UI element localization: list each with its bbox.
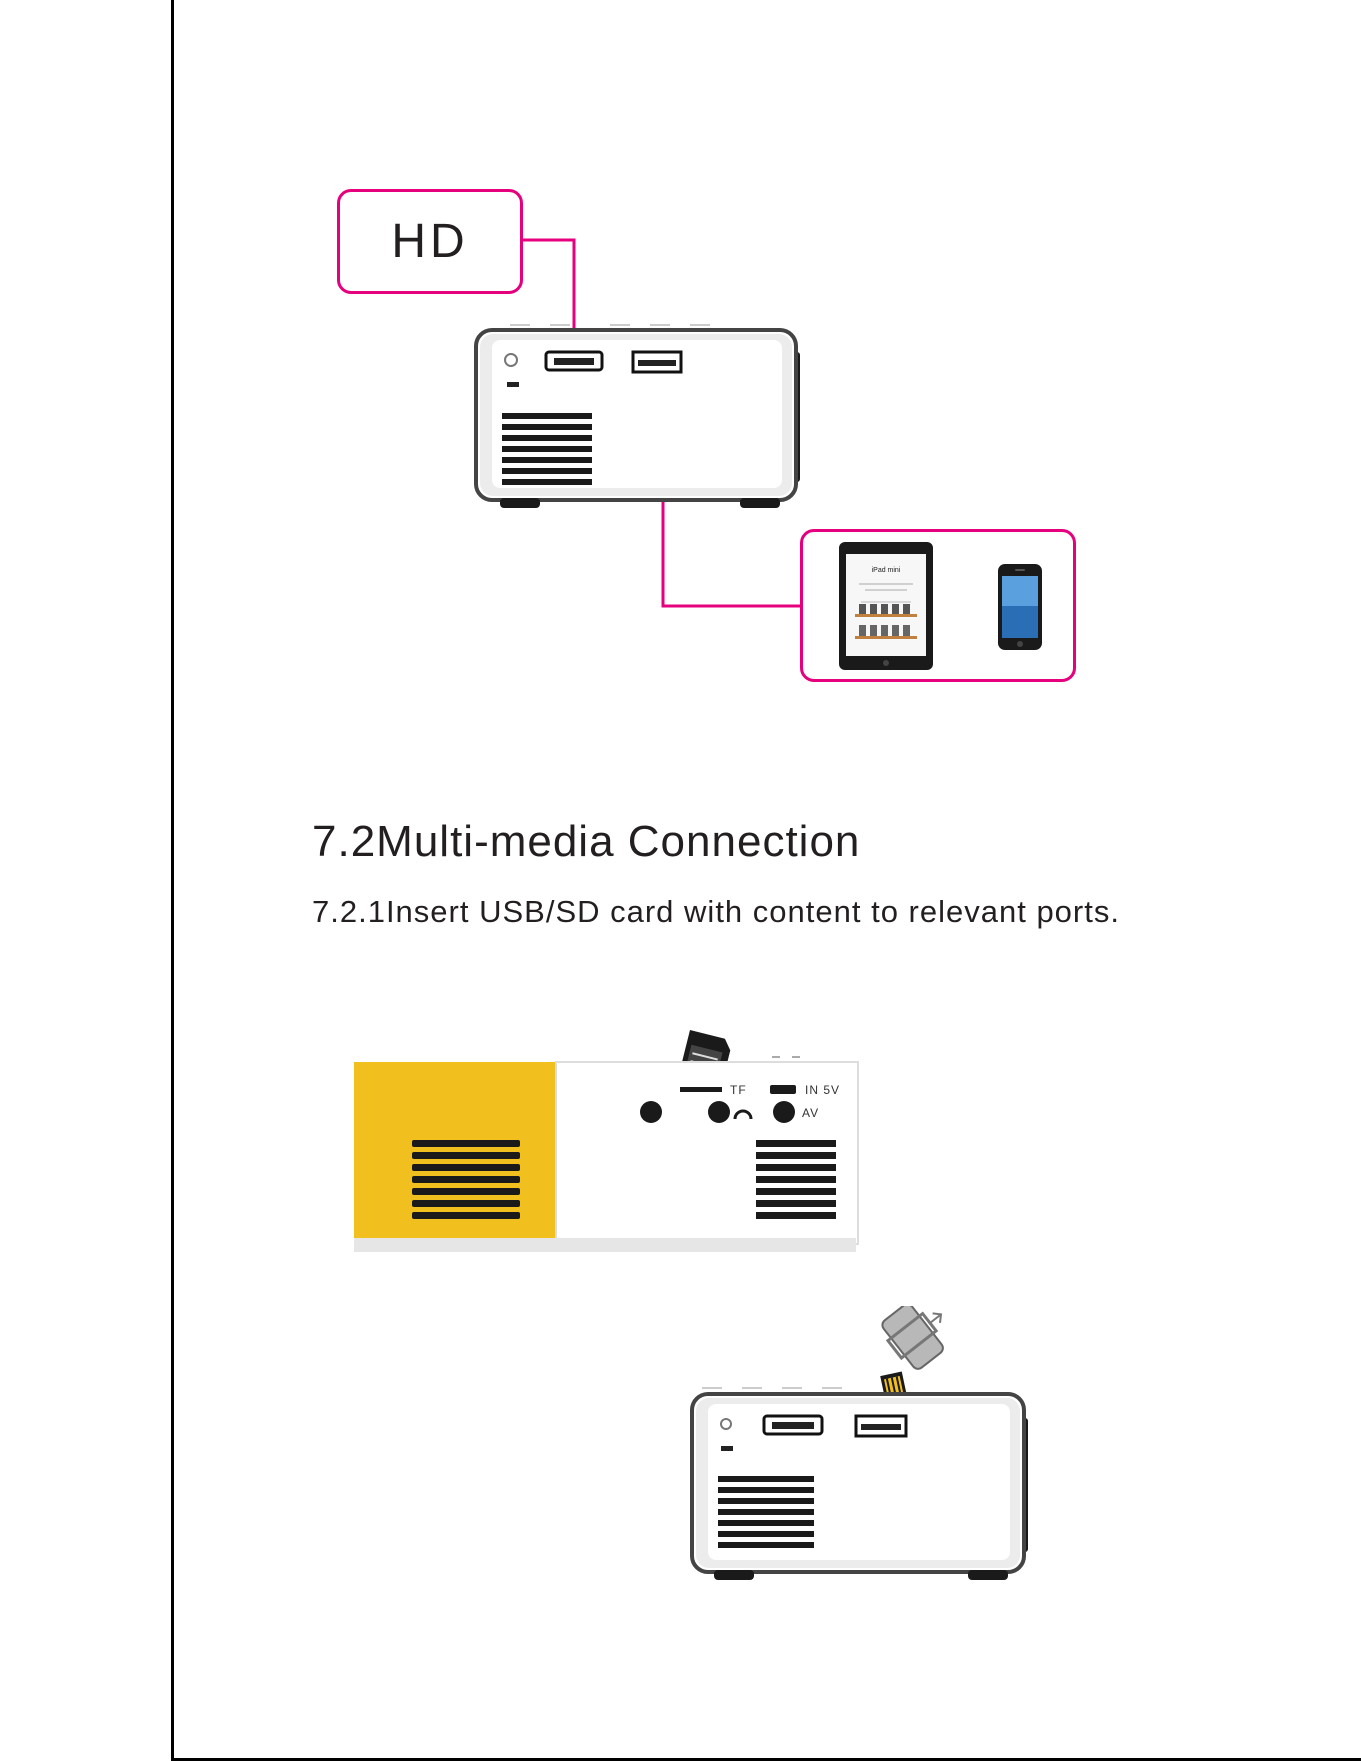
step-instruction: 7.2.1Insert USB/SD card with content to … — [312, 894, 1132, 930]
projector-rear-usb-view — [670, 1306, 1070, 1596]
av-port-label: AV — [802, 1106, 819, 1120]
projector-rear-view — [470, 318, 810, 514]
tablet-icon: iPad mini — [837, 540, 947, 676]
tf-port-label: TF — [730, 1083, 747, 1097]
phone-icon — [996, 562, 1046, 654]
device-callout-box: iPad mini — [800, 529, 1076, 682]
usb-stick-icon — [877, 1306, 960, 1374]
tablet-screen-text: iPad mini — [872, 567, 901, 574]
in5v-port-label: IN 5V — [805, 1083, 840, 1097]
projector-side-view — [352, 1012, 862, 1252]
section-heading: 7.2Multi-media Connection — [312, 820, 860, 864]
